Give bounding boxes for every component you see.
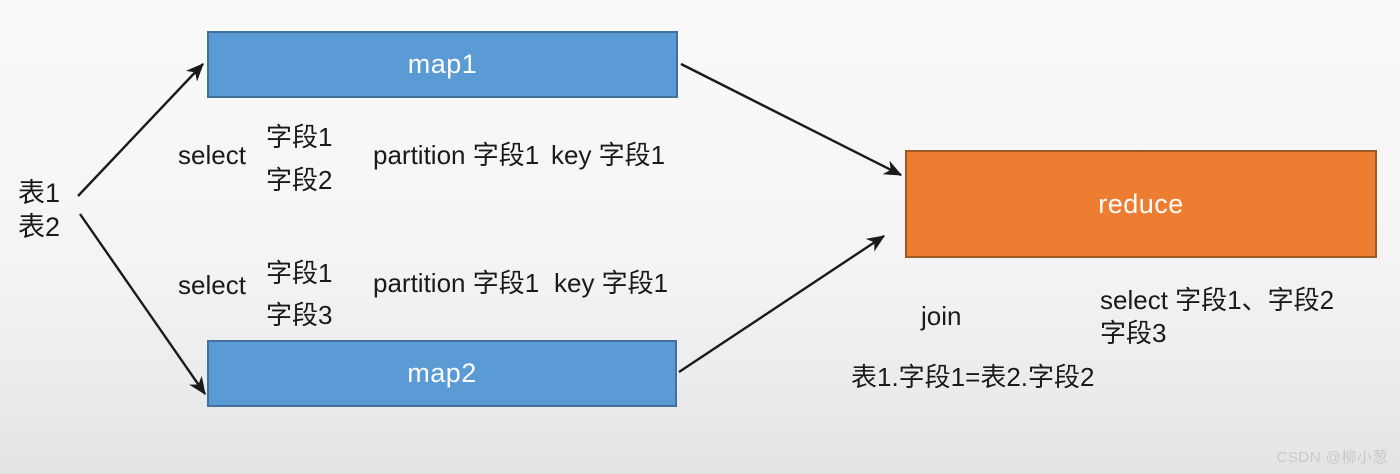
table1-label: 表1 bbox=[18, 178, 61, 208]
map2-select-field-2: 字段3 bbox=[266, 300, 333, 330]
source-tables-label: 表1 表2 bbox=[18, 176, 60, 244]
arrow-map2-to-reduce bbox=[678, 235, 885, 373]
arrow-source-to-map2 bbox=[79, 213, 206, 395]
reduce-label: reduce bbox=[1098, 188, 1184, 219]
map2-select-field-1: 字段1 bbox=[266, 258, 333, 288]
map2-node: map2 bbox=[207, 340, 677, 407]
reduce-select-line1: select 字段1、字段2 bbox=[1100, 285, 1335, 315]
map2-select-label: select bbox=[178, 270, 246, 300]
map2-label: map2 bbox=[407, 358, 477, 388]
map1-select-field-2: 字段2 bbox=[266, 165, 333, 195]
arrow-source-to-map1 bbox=[77, 63, 204, 197]
map1-partition-label: partition 字段1 bbox=[373, 140, 540, 170]
reduce-join-condition: 表1.字段1=表2.字段2 bbox=[851, 362, 1095, 392]
map2-key-label: key 字段1 bbox=[554, 268, 669, 298]
map2-partition-label: partition 字段1 bbox=[373, 268, 540, 298]
reduce-node: reduce bbox=[905, 150, 1377, 258]
table2-label: 表2 bbox=[18, 212, 61, 242]
reduce-select-line2: 字段3 bbox=[1100, 318, 1167, 348]
arrow-map1-to-reduce bbox=[680, 62, 903, 177]
reduce-select-label: select 字段1、字段2 字段3 bbox=[1100, 284, 1390, 350]
map1-select-field-1: 字段1 bbox=[266, 122, 333, 152]
map1-label: map1 bbox=[407, 49, 478, 79]
map1-node: map1 bbox=[207, 31, 678, 98]
map1-key-label: key 字段1 bbox=[551, 140, 666, 170]
reduce-join-label: join bbox=[921, 301, 962, 331]
map1-select-label: select bbox=[178, 140, 246, 170]
csdn-watermark: CSDN @柳小葱 bbox=[1276, 449, 1388, 466]
